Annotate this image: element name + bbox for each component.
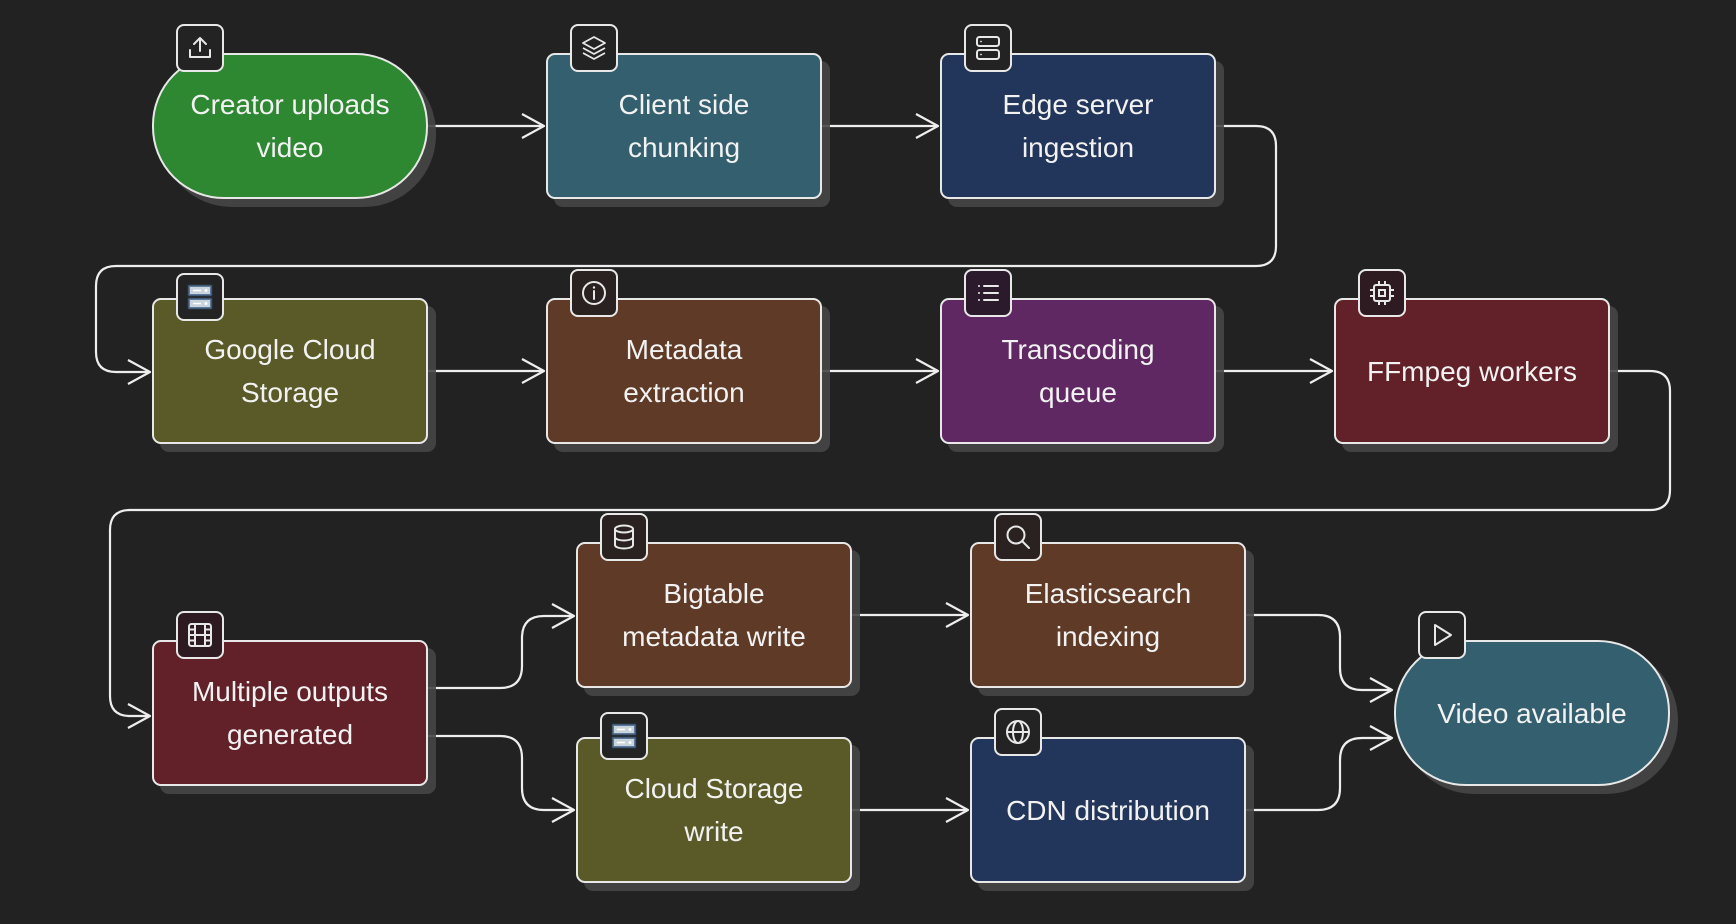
node-edge[interactable]: Edge server ingestion	[940, 53, 1216, 199]
arrowhead	[915, 358, 940, 384]
arrowhead	[1369, 677, 1394, 703]
storage-icon	[176, 273, 224, 321]
node-meta[interactable]: Metadata extraction	[546, 298, 822, 444]
node-label: Multiple outputs generated	[191, 676, 389, 750]
arrowhead	[551, 603, 576, 629]
arrowhead	[127, 703, 152, 729]
node-label: Cloud Storage write	[624, 773, 804, 847]
layers-icon	[570, 24, 618, 72]
search-icon	[994, 513, 1042, 561]
storage-icon	[600, 712, 648, 760]
node-label: Edge server ingestion	[1002, 89, 1154, 163]
arrowhead	[521, 113, 546, 139]
arrowhead	[1309, 358, 1334, 384]
list-icon	[964, 269, 1012, 317]
film-icon	[176, 611, 224, 659]
arrowhead	[945, 602, 970, 628]
edge-edge-to-gcs	[94, 124, 1278, 374]
node-gcs[interactable]: Google Cloud Storage	[152, 298, 428, 444]
node-outputs[interactable]: Multiple outputs generated	[152, 640, 428, 786]
edge-elastic-to-available	[1246, 613, 1392, 692]
node-label: Transcoding queue	[1001, 334, 1155, 408]
cpu-icon	[1358, 269, 1406, 317]
play-icon	[1418, 611, 1466, 659]
node-label: Creator uploads video	[190, 89, 390, 163]
edge-outputs-to-cswrite	[428, 734, 574, 812]
node-label: Client side chunking	[618, 89, 750, 163]
arrowhead	[1369, 725, 1394, 751]
info-icon	[570, 269, 618, 317]
node-label: FFmpeg workers	[1366, 355, 1578, 387]
node-label: Bigtable metadata write	[622, 578, 806, 652]
node-bigtable[interactable]: Bigtable metadata write	[576, 542, 852, 688]
node-queue[interactable]: Transcoding queue	[940, 298, 1216, 444]
arrowhead	[945, 797, 970, 823]
node-label: Video available	[1437, 697, 1627, 729]
node-label: Elasticsearch indexing	[1024, 578, 1192, 652]
arrowhead	[521, 358, 546, 384]
node-label: Metadata extraction	[623, 334, 745, 408]
node-cswrite[interactable]: Cloud Storage write	[576, 737, 852, 883]
edge-cdn-to-available	[1246, 736, 1392, 812]
node-label: CDN distribution	[1006, 794, 1210, 826]
server-icon	[964, 24, 1012, 72]
edge-ffmpeg-to-outputs	[108, 369, 1672, 718]
node-chunk[interactable]: Client side chunking	[546, 53, 822, 199]
node-cdn[interactable]: CDN distribution	[970, 737, 1246, 883]
node-label: Google Cloud Storage	[204, 334, 376, 408]
node-elastic[interactable]: Elasticsearch indexing	[970, 542, 1246, 688]
upload-icon	[176, 24, 224, 72]
arrowhead	[551, 797, 576, 823]
arrowhead	[915, 113, 940, 139]
node-available[interactable]: Video available	[1394, 640, 1670, 786]
database-icon	[600, 513, 648, 561]
node-upload[interactable]: Creator uploads video	[152, 53, 428, 199]
globe-icon	[994, 708, 1042, 756]
edge-outputs-to-bigtable	[428, 614, 574, 690]
arrowhead	[127, 359, 152, 385]
node-ffmpeg[interactable]: FFmpeg workers	[1334, 298, 1610, 444]
